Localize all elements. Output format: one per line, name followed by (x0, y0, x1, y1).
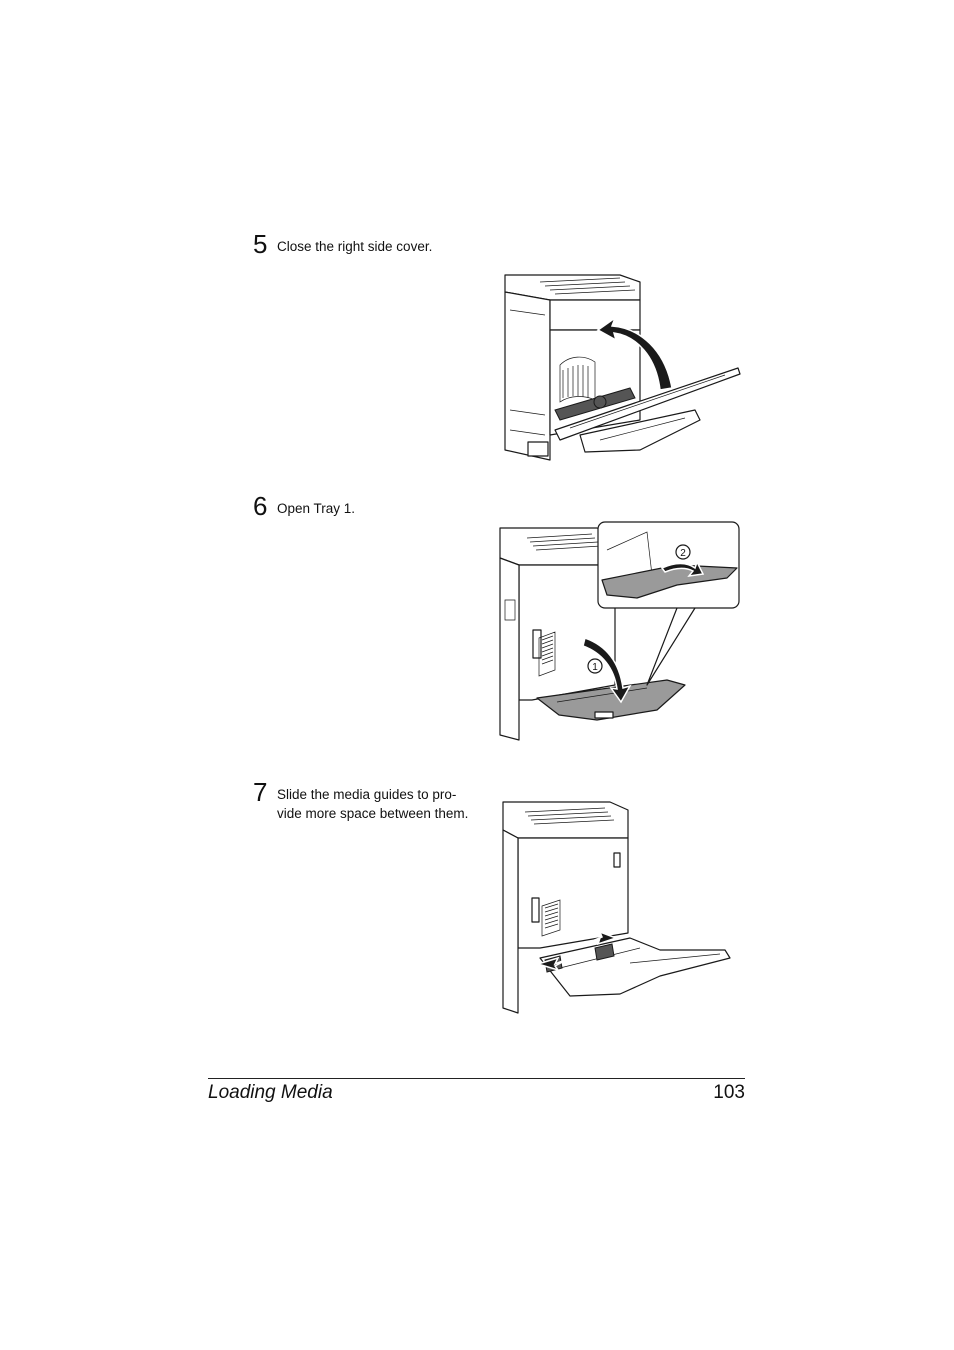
printer-close-right-cover-illustration (500, 270, 745, 470)
step-7-text-line2: vide more space between them. (277, 806, 469, 821)
printer-open-tray1-illustration: 1 2 (497, 520, 742, 745)
callout-2-label: 2 (680, 548, 686, 559)
printer-slide-media-guides-illustration (500, 798, 735, 1018)
step-5-text: Close the right side cover. (277, 239, 433, 254)
footer-page-number: 103 (713, 1082, 745, 1103)
step-7-number: 7 (253, 777, 268, 807)
step-7-text-line1: Slide the media guides to pro- (277, 787, 457, 802)
step-6-text: Open Tray 1. (277, 501, 356, 516)
callout-1-label: 1 (592, 662, 598, 673)
step-6-number: 6 (253, 491, 268, 521)
footer-rule (208, 1078, 745, 1079)
footer-section-title: Loading Media (208, 1082, 333, 1103)
step-5-number: 5 (253, 229, 268, 259)
